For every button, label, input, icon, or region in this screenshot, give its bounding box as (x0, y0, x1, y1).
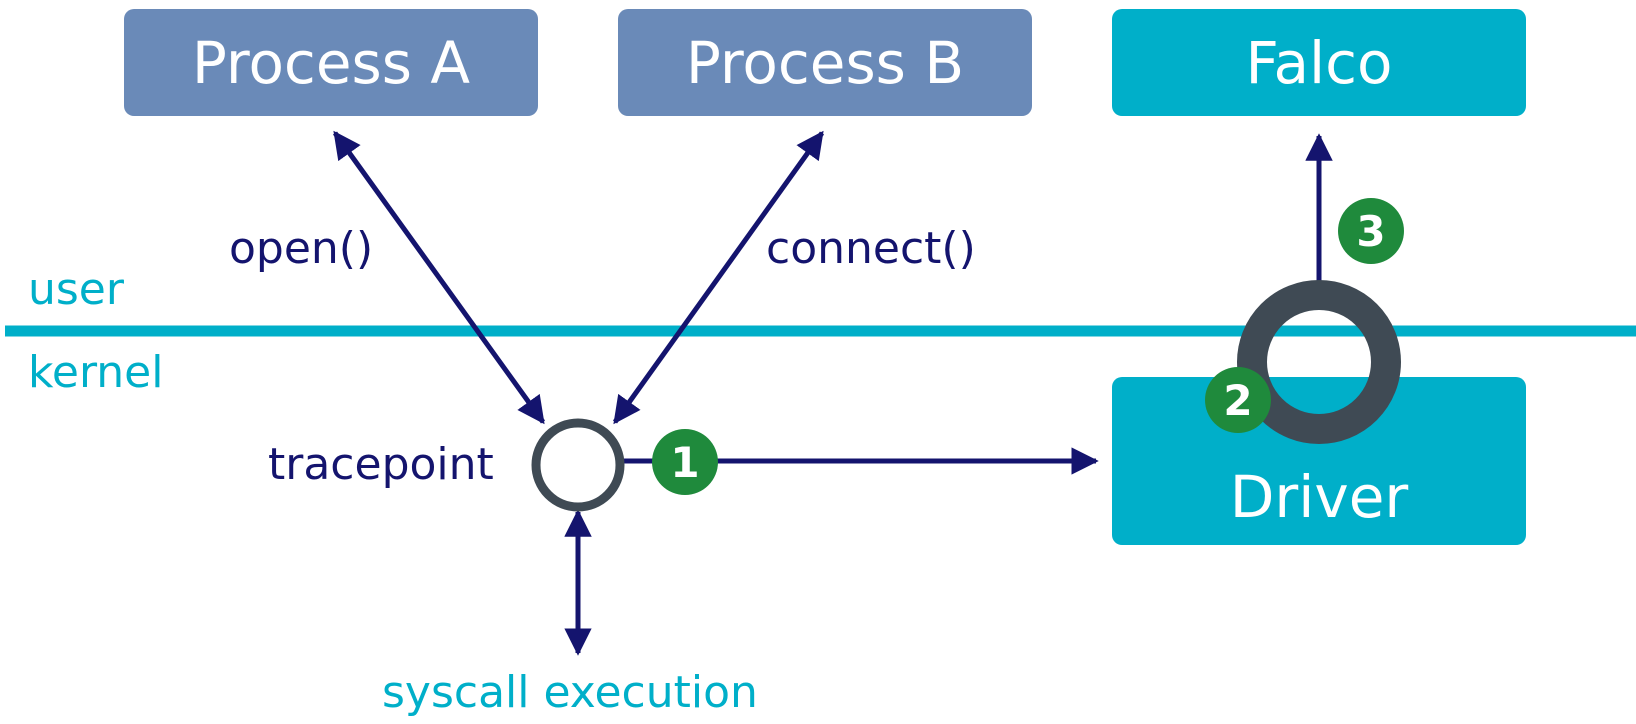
connect-syscall-arrow (612, 130, 825, 425)
tracepoint-ring (531, 418, 625, 512)
driver-box: Driver (1112, 377, 1526, 545)
step-3-number: 3 (1356, 206, 1386, 256)
step-3-badge: 3 (1338, 198, 1404, 264)
falco-box: Falco (1112, 9, 1526, 116)
process-b-label: Process B (685, 28, 965, 97)
process-a-box: Process A (124, 9, 538, 116)
user-space-label: user (28, 264, 124, 315)
step-1-badge: 1 (652, 429, 718, 495)
step-1-number: 1 (670, 437, 700, 487)
syscall-execution-label: syscall execution (382, 667, 758, 718)
process-a-label: Process A (191, 28, 471, 97)
open-call-label: open() (229, 223, 374, 274)
step-2-number: 2 (1223, 375, 1253, 425)
connect-call-label: connect() (766, 223, 976, 274)
step-2-badge: 2 (1205, 367, 1271, 433)
falco-label: Falco (1245, 28, 1393, 97)
open-syscall-arrow (332, 130, 546, 425)
process-b-box: Process B (618, 9, 1032, 116)
driver-probe-ring (1237, 280, 1401, 444)
kernel-space-label: kernel (28, 347, 164, 398)
driver-label: Driver (1229, 463, 1409, 531)
tracepoint-label: tracepoint (268, 439, 494, 490)
